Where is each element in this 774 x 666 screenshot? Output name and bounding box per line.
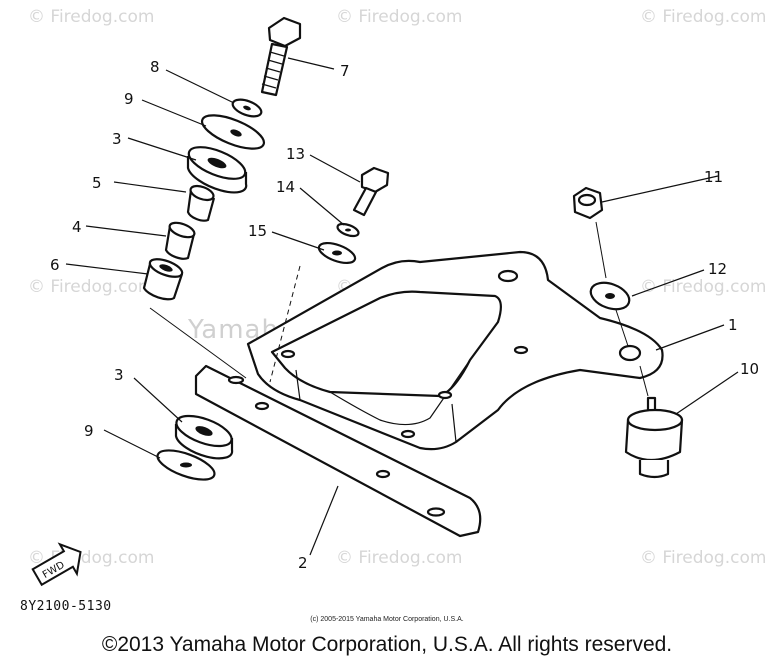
watermark-text: © Firedog.com (640, 7, 766, 27)
part-nut-11 (572, 186, 604, 220)
callout-2: 2 (298, 554, 308, 572)
watermark-text: © Firedog.com (28, 277, 154, 297)
part-collar-5 (186, 184, 216, 222)
part-bolt-7 (260, 16, 302, 97)
part-bracket-1 (246, 250, 664, 451)
part-bushing-6 (142, 258, 184, 301)
callout-12: 12 (708, 260, 727, 278)
watermark-text: © Firedog.com (336, 7, 462, 27)
callout-14: 14 (276, 178, 295, 196)
callout-9-lower: 9 (84, 422, 94, 440)
part-damper-3-lower (174, 414, 234, 460)
part-washer-9-upper (200, 114, 266, 150)
part-washer-15 (317, 241, 357, 265)
callouts: 7 8 9 3 5 4 6 13 14 15 11 12 1 10 3 9 2 (50, 58, 759, 572)
callout-11: 11 (704, 168, 723, 186)
callout-6: 6 (50, 256, 60, 274)
part-damper-3-upper (186, 146, 248, 194)
watermark-text: © Firedog.com (28, 7, 154, 27)
part-collar-4 (164, 221, 196, 260)
callout-9-upper: 9 (124, 90, 134, 108)
callout-3-lower: 3 (114, 366, 124, 384)
assembly-lines (149, 221, 649, 397)
callout-15: 15 (248, 222, 267, 240)
watermark-text: © Firedog.com (640, 548, 766, 568)
small-copyright: (c) 2005-2015 Yamaha Motor Corporation, … (310, 616, 464, 623)
callout-3-upper: 3 (112, 130, 122, 148)
part-washer-12 (589, 281, 631, 311)
callout-5: 5 (92, 174, 102, 192)
part-nut-8 (231, 98, 263, 118)
part-bolt-13 (352, 166, 390, 217)
leader-lines (65, 57, 739, 556)
callout-10: 10 (740, 360, 759, 378)
part-washer-14 (336, 222, 360, 238)
watermark-text: © Firedog.com (336, 548, 462, 568)
part-plate-2 (194, 364, 482, 538)
callout-1: 1 (728, 316, 738, 334)
copyright-footer: ©2013 Yamaha Motor Corporation, U.S.A. A… (101, 633, 673, 656)
callout-4: 4 (72, 218, 82, 236)
callout-8: 8 (150, 58, 160, 76)
callout-7: 7 (340, 62, 350, 80)
part-washer-9-lower (156, 449, 216, 481)
callout-13: 13 (286, 145, 305, 163)
watermark-text: © Firedog.com (640, 277, 766, 297)
part-code: 8Y2100-5130 (20, 599, 112, 614)
part-mount-10 (624, 396, 684, 479)
